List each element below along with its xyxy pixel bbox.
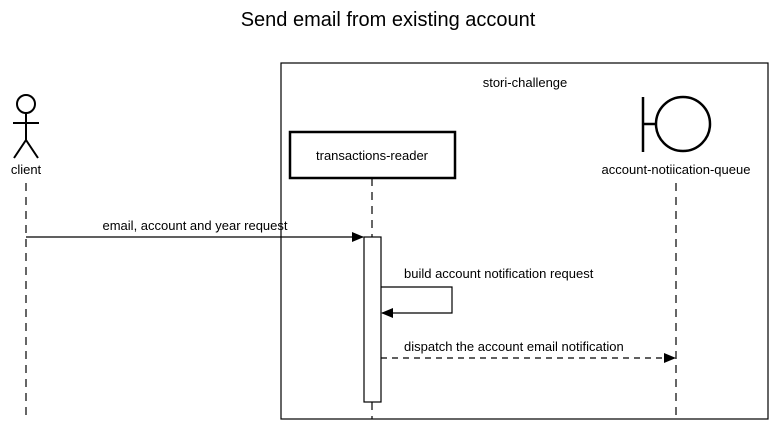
message-arrow-build: [381, 286, 453, 318]
participant-transactions-reader-label: transactions-reader: [316, 148, 429, 163]
diagram-title: Send email from existing account: [241, 9, 536, 31]
activation-bar: [363, 236, 382, 403]
boundary-icon: [641, 95, 712, 153]
message-label-dispatch: dispatch the account email notification: [404, 339, 624, 354]
participant-queue-label: account-notiication-queue: [602, 162, 751, 177]
message-label-request: email, account and year request: [103, 218, 288, 233]
participant-transactions-reader-box: [288, 130, 457, 180]
group-frame: [280, 62, 769, 420]
message-label-build: build account notification request: [404, 266, 594, 281]
participant-client-label: client: [11, 162, 42, 177]
actor-stick-figure-icon: [13, 94, 39, 159]
group-label: stori-challenge: [483, 75, 568, 90]
